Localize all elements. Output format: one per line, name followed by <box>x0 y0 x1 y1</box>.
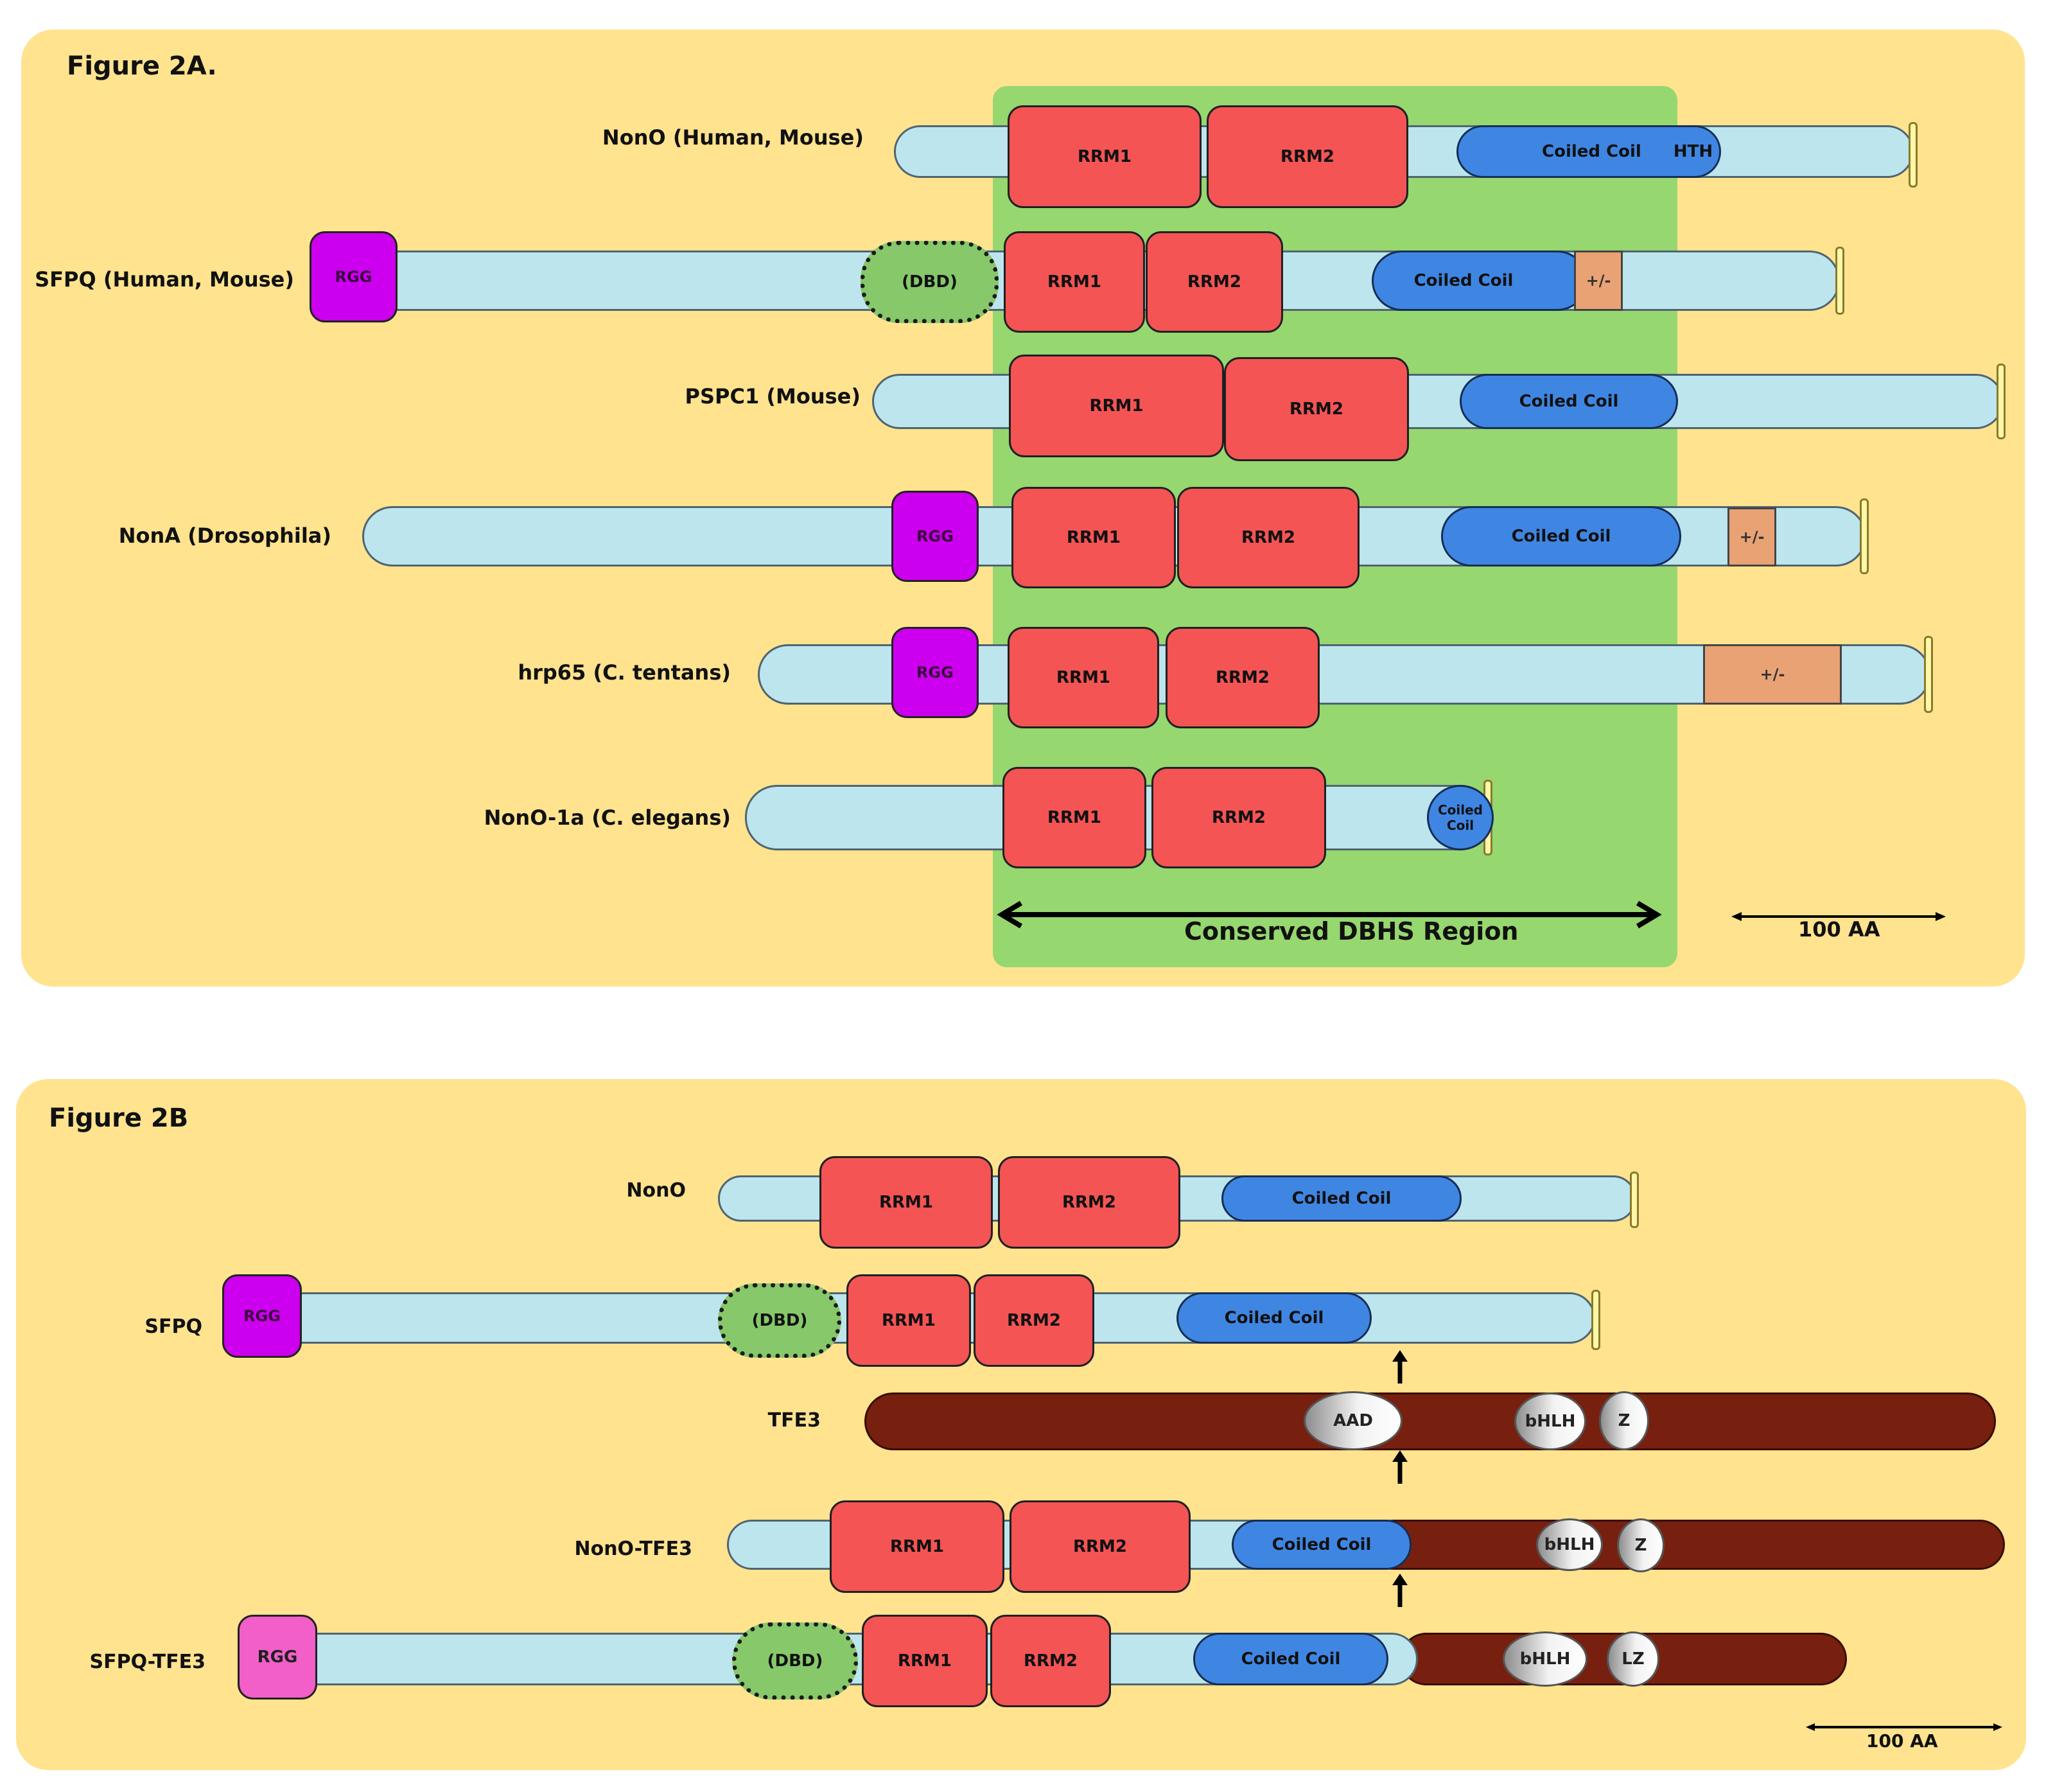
hrp65-rgg: RGG <box>891 627 979 718</box>
nono-tfe3-bhlh: bHLH <box>1536 1518 1603 1571</box>
hrp65-c-terminus <box>1924 636 1933 713</box>
nono-coiled-coil: Coiled Coil HTH <box>1456 125 1721 178</box>
hrp65-rrm2: RRM2 <box>1166 627 1320 728</box>
pspc1-rrm1: RRM1 <box>1009 355 1224 457</box>
panel-b-sfpq-c-terminus <box>1591 1290 1600 1350</box>
sfpq-rgg: RGG <box>310 231 398 322</box>
scale-bar-a-label: 100 AA <box>1798 917 1880 942</box>
nona-charged-region: +/- <box>1727 507 1776 567</box>
nono-1a-coiled-coil: Coiled Coil <box>1427 785 1494 850</box>
panel-b-sfpq-rgg: RGG <box>222 1274 302 1358</box>
protein-label-nona: NonA (Drosophila) <box>118 523 331 548</box>
junction-arrow-1 <box>1392 1350 1408 1384</box>
panel-b-label-sfpq-tfe3: SFPQ-TFE3 <box>89 1651 205 1673</box>
nono-hth-label: HTH <box>1673 142 1713 161</box>
nono-rrm2: RRM2 <box>1207 105 1408 208</box>
protein-label-sfpq: SFPQ (Human, Mouse) <box>35 267 294 292</box>
panel-b-sfpq-dbd: (DBD) <box>718 1283 841 1358</box>
sfpq-tfe3-coiled-coil: Coiled Coil <box>1193 1633 1388 1685</box>
sfpq-tfe3-rgg: RGG <box>238 1615 317 1700</box>
sfpq-rrm1: RRM1 <box>1004 231 1145 333</box>
protein-label-nono: NonO (Human, Mouse) <box>602 125 864 150</box>
nono-1a-coiled-coil-line2: Coil <box>1446 818 1474 833</box>
panel-b-label-tfe3: TFE3 <box>767 1409 821 1432</box>
hrp65-rrm1: RRM1 <box>1008 627 1159 728</box>
panel-b-sfpq-coiled-coil: Coiled Coil <box>1176 1292 1372 1344</box>
junction-arrow-3 <box>1392 1574 1408 1607</box>
panel-b-label-nono: NonO <box>626 1179 686 1202</box>
nono-1a-coiled-coil-line1: Coiled <box>1437 802 1483 818</box>
tfe3-backbone <box>864 1392 1996 1450</box>
pspc1-coiled-coil: Coiled Coil <box>1460 374 1678 429</box>
nono-1a-rrm2: RRM2 <box>1151 767 1326 868</box>
nono-rrm1: RRM1 <box>1008 105 1202 208</box>
panel-b-nono-rrm1: RRM1 <box>819 1156 993 1249</box>
sfpq-tfe3-leucine-zipper: LZ <box>1607 1631 1659 1687</box>
tfe3-aad: AAD <box>1304 1391 1403 1450</box>
nono-tfe3-rrm1: RRM1 <box>830 1500 1004 1593</box>
conserved-dbhs-region-label: Conserved DBHS Region <box>1184 917 1519 945</box>
sfpq-coiled-coil: Coiled Coil <box>1372 250 1587 311</box>
junction-arrow-2 <box>1392 1450 1408 1484</box>
nona-rgg: RGG <box>891 491 979 582</box>
nona-c-terminus <box>1860 498 1869 574</box>
panel-b-nono-c-terminus <box>1630 1172 1639 1228</box>
sfpq-dbd: (DBD) <box>861 241 999 323</box>
sfpq-tfe3-rrm1: RRM1 <box>862 1615 988 1707</box>
nono-1a-rrm1: RRM1 <box>1002 767 1146 868</box>
sfpq-c-terminus <box>1835 247 1844 315</box>
sfpq-rrm2: RRM2 <box>1146 231 1283 333</box>
scale-bar-b <box>1806 1723 2002 1731</box>
panel-b-sfpq-rrm1: RRM1 <box>846 1274 971 1367</box>
sfpq-tfe3-dbd: (DBD) <box>732 1622 858 1700</box>
panel-b-sfpq-rrm2: RRM2 <box>974 1274 1094 1367</box>
scale-bar-b-label: 100 AA <box>1866 1730 1938 1752</box>
sfpq-tfe3-rrm2: RRM2 <box>990 1615 1111 1707</box>
nono-tfe3-coiled-coil: Coiled Coil <box>1232 1520 1412 1570</box>
figure-2b-title: Figure 2B <box>49 1103 189 1133</box>
protein-label-nono-1a: NonO-1a (C. elegans) <box>484 805 731 830</box>
scale-bar-a <box>1731 912 1946 921</box>
protein-label-pspc1: PSPC1 (Mouse) <box>685 384 861 408</box>
nona-rrm2: RRM2 <box>1177 487 1360 588</box>
nono-tfe3-zipper: Z <box>1617 1518 1665 1572</box>
conserved-region-arrow <box>997 900 1662 929</box>
sfpq-charged-region: +/- <box>1574 250 1623 311</box>
tfe3-bhlh: bHLH <box>1514 1392 1586 1450</box>
tfe3-zipper: Z <box>1599 1391 1649 1450</box>
nona-coiled-coil: Coiled Coil <box>1441 506 1681 567</box>
nono-tfe3-tfe3-part <box>1368 1520 2005 1570</box>
nono-c-terminus <box>1909 122 1918 188</box>
panel-b-label-nono-tfe3: NonO-TFE3 <box>574 1538 692 1560</box>
nono-tfe3-rrm2: RRM2 <box>1010 1500 1191 1593</box>
sfpq-tfe3-bhlh: bHLH <box>1503 1631 1587 1687</box>
nono-coiled-coil-label: Coiled Coil <box>1542 142 1641 161</box>
hrp65-charged-region: +/- <box>1703 644 1842 705</box>
figure-2a-title: Figure 2A. <box>67 51 217 81</box>
nona-rrm1: RRM1 <box>1011 487 1176 588</box>
panel-b-label-sfpq: SFPQ <box>144 1315 202 1338</box>
pspc1-rrm2: RRM2 <box>1224 357 1409 461</box>
panel-b-nono-rrm2: RRM2 <box>998 1156 1180 1249</box>
panel-b-nono-coiled-coil: Coiled Coil <box>1221 1175 1462 1222</box>
pspc1-c-terminus <box>1997 364 2006 439</box>
protein-label-hrp65: hrp65 (C. tentans) <box>518 660 731 685</box>
